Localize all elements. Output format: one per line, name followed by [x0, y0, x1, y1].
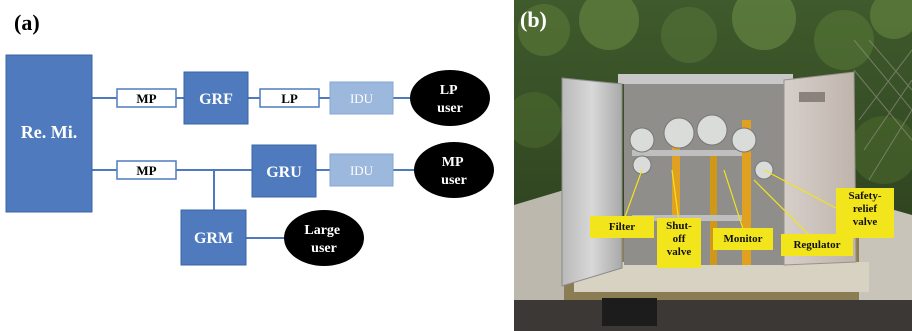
panel-b-label: (b) — [520, 7, 547, 32]
cabinet-roof — [618, 74, 793, 84]
cabinet-photo: (b) Filter Shut- off valve Monitor Regul… — [514, 0, 912, 331]
cabinet-base — [574, 262, 869, 292]
svg-text:MP: MP — [136, 91, 156, 106]
svg-text:LP user: LP user — [437, 83, 463, 116]
mp-box-2: MP — [116, 160, 177, 180]
lp-user-node: LP user — [410, 70, 490, 126]
svg-text:MP user: MP user — [441, 155, 467, 188]
svg-text:IDU: IDU — [350, 91, 374, 106]
fence — [853, 39, 912, 181]
svg-text:GRF: GRF — [199, 91, 233, 108]
mp-user-node: MP user — [414, 142, 494, 198]
regulators — [629, 114, 774, 180]
panel-a-label: (a) — [14, 10, 40, 35]
callout-regulator: Regulator — [781, 234, 853, 256]
concrete-left — [514, 190, 564, 300]
svg-text:Large user: Large user — [304, 223, 343, 256]
tool-bag — [602, 298, 657, 326]
svg-text:MP: MP — [136, 163, 156, 178]
gru-block: GRU — [251, 144, 317, 198]
asphalt — [514, 300, 912, 331]
callout-filter: Filter — [590, 216, 654, 238]
svg-text:GRU: GRU — [266, 164, 302, 181]
cabinet-illustration: (b) — [514, 0, 912, 331]
svg-text:LP: LP — [281, 91, 298, 106]
callout-monitor: Monitor — [713, 228, 773, 250]
connector-lines — [92, 97, 414, 239]
remi-label: Re. Mi. — [21, 122, 77, 142]
lp-box: LP — [259, 88, 320, 108]
grm-block: GRM — [180, 209, 247, 266]
mp-box-1: MP — [116, 88, 177, 108]
large-user-node: Large user — [284, 210, 364, 266]
callout-lines — [621, 169, 850, 241]
foliage-texture — [514, 0, 912, 184]
idu-block-1: IDU — [329, 81, 394, 115]
svg-text:GRM: GRM — [194, 230, 233, 247]
callout-shutoff-valve: Shut- off valve — [657, 218, 701, 268]
remi-block: Re. Mi. — [5, 54, 93, 213]
idu-block-2: IDU — [329, 153, 394, 187]
svg-text:IDU: IDU — [350, 163, 374, 178]
cabinet-door-left — [561, 77, 623, 287]
grf-block: GRF — [183, 71, 249, 125]
callout-safety-relief-valve: Safety- relief valve — [836, 188, 894, 238]
